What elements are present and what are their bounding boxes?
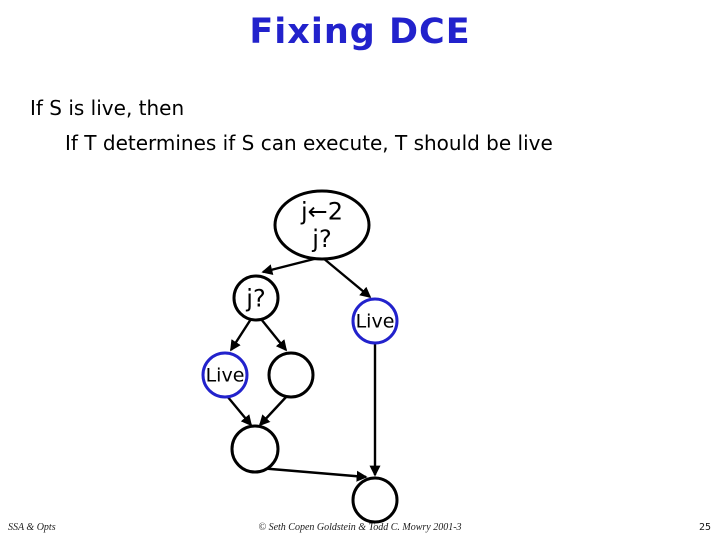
live-left-label: Live bbox=[206, 365, 245, 387]
cond-inner-shape bbox=[232, 274, 280, 322]
cfg-edge-7 bbox=[258, 466, 368, 482]
body-line-1: If S is live, then bbox=[30, 96, 185, 120]
cond-inner-label: j? bbox=[245, 284, 265, 312]
body-line-2: If T determines if S can execute, T shou… bbox=[65, 131, 553, 155]
cfg-edge-1 bbox=[322, 257, 372, 299]
cfg-edge-4 bbox=[226, 395, 253, 427]
branch-right-shape bbox=[267, 351, 315, 399]
exit-shape bbox=[351, 476, 399, 524]
cfg-node-cond-outer: j←2j? bbox=[273, 189, 371, 261]
cond-outer-label: j? bbox=[311, 225, 331, 253]
cfg-node-live-left: Live bbox=[201, 351, 249, 399]
footer-course-label: SSA & Opts bbox=[8, 522, 56, 533]
cfg-edge-2 bbox=[229, 318, 253, 352]
cfg-node-branch-right bbox=[267, 351, 315, 399]
join-shape bbox=[230, 424, 280, 474]
cfg-node-live-right: Live bbox=[351, 297, 399, 345]
cond-outer-label: j←2 bbox=[300, 198, 343, 226]
cfg-node-exit bbox=[351, 476, 399, 524]
cfg-edge-3 bbox=[260, 318, 288, 352]
footer-page-number: 25 bbox=[698, 522, 711, 533]
slide-footer: SSA & Opts © Seth Copen Goldstein & Todd… bbox=[0, 519, 720, 533]
cfg-node-join bbox=[230, 424, 280, 474]
cfg-edge-5 bbox=[258, 395, 288, 427]
cfg-node-cond-inner: j? bbox=[232, 274, 280, 322]
cond-outer-shape bbox=[273, 189, 371, 261]
slide-title: Fixing DCE bbox=[249, 12, 471, 52]
live-left-shape bbox=[201, 351, 249, 399]
slide-body: If S is live, then If T determines if S … bbox=[30, 91, 700, 161]
cfg-edge-0 bbox=[261, 256, 319, 276]
live-right-shape bbox=[351, 297, 399, 345]
live-right-label: Live bbox=[356, 311, 395, 333]
footer-copyright: © Seth Copen Goldstein & Todd C. Mowry 2… bbox=[258, 522, 462, 533]
